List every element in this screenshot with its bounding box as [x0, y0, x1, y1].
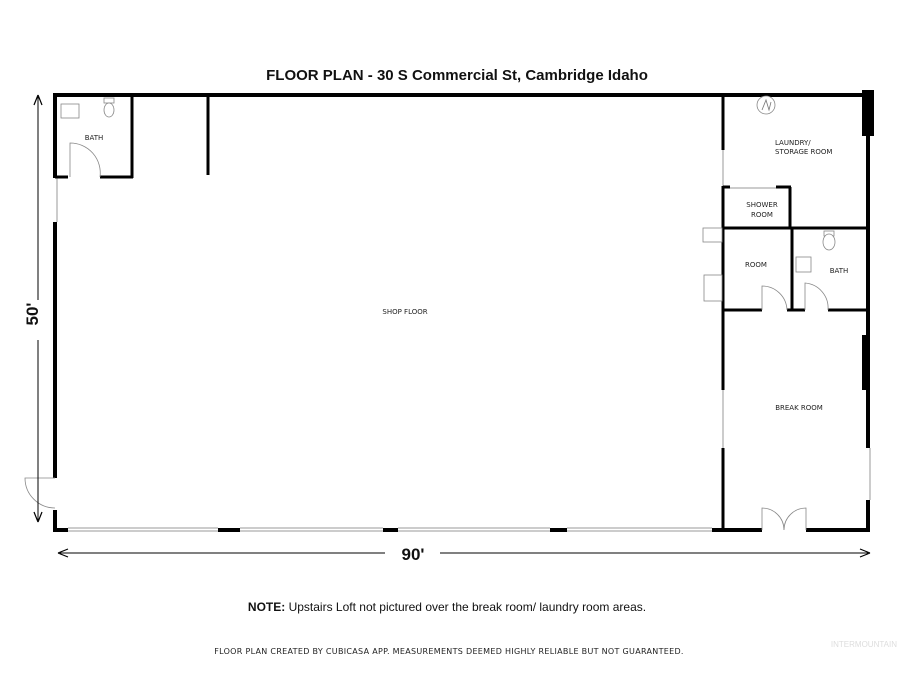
toilet-bowl-icon — [103, 102, 115, 118]
page-title: FLOOR PLAN - 30 S Commercial St, Cambrid… — [266, 67, 648, 84]
room-label-break-room: BREAK ROOM — [775, 404, 823, 412]
sink-icon — [795, 256, 812, 273]
walls — [53, 90, 874, 532]
room-label-shower: SHOWER — [746, 201, 778, 209]
arrow-icon — [57, 548, 871, 558]
room-label-bath: BATH — [85, 134, 104, 142]
door-icon — [761, 285, 788, 311]
room-label-laundry-2: STORAGE ROOM — [775, 148, 832, 156]
counter-icon — [703, 274, 723, 302]
door-icon — [783, 507, 807, 531]
sink-icon — [702, 227, 723, 243]
room-label-laundry: LAUNDRY/ — [775, 139, 811, 147]
toilet-icon — [103, 97, 115, 104]
water-heater-icon — [756, 95, 776, 115]
fixtures — [24, 95, 836, 531]
height-label: 50' — [23, 303, 42, 326]
sink-icon — [60, 103, 80, 119]
watermark: INTERMOUNTAIN — [831, 640, 897, 649]
width-label: 90' — [402, 545, 425, 564]
note: NOTE: Upstairs Loft not pictured over th… — [248, 600, 646, 614]
room-label-shop-floor: SHOP FLOOR — [382, 308, 427, 316]
door-icon — [69, 142, 101, 178]
door-icon — [761, 507, 785, 531]
toilet-bowl-icon — [822, 233, 836, 251]
room-labels: BATH SHOP FLOOR LAUNDRY/ STORAGE ROOM SH… — [85, 134, 849, 412]
note-label: NOTE: — [248, 600, 285, 614]
dimension-width: 90' — [57, 545, 871, 564]
room-label-shower-2: ROOM — [751, 211, 773, 219]
room-label-bath-right: BATH — [830, 267, 849, 275]
dimension-height: 50' — [23, 94, 43, 523]
footer-disclaimer: FLOOR PLAN CREATED BY CUBICASA APP. MEAS… — [214, 647, 684, 656]
door-icon — [24, 477, 56, 509]
note-text: Upstairs Loft not pictured over the brea… — [285, 600, 646, 614]
room-label-room: ROOM — [745, 261, 767, 269]
arrow-icon — [33, 94, 43, 523]
door-icon — [804, 282, 829, 311]
